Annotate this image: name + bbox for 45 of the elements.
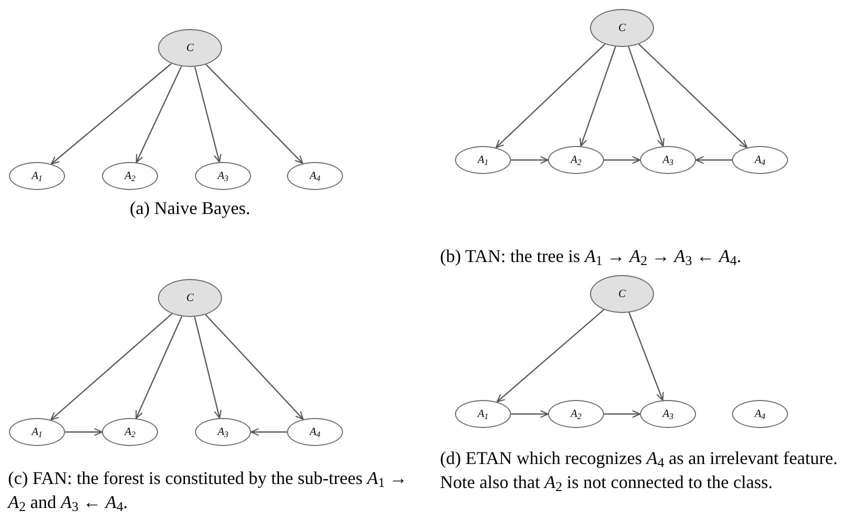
arrow: [50, 313, 172, 420]
attribute-node-ellipse: A$_{1}$: [9, 418, 65, 446]
attribute-node-ellipse: A$_{3}$: [195, 162, 251, 190]
class-node-ellipse: C: [590, 275, 654, 313]
attribute-node-ellipse: A$_{3}$: [195, 418, 251, 446]
attribute-node-ellipse: A$_{2}$: [102, 418, 158, 446]
arrow: [136, 66, 182, 163]
attribute-node-ellipse: A$_{1}$: [9, 162, 65, 190]
arrow: [205, 314, 304, 420]
figure-caption: (a) Naive Bayes.: [128, 197, 252, 220]
arrow: [604, 156, 641, 164]
attribute-node-ellipse: A$_{4}$: [287, 162, 343, 190]
attribute-node-ellipse: A$_{2}$: [102, 162, 158, 190]
arrow: [496, 309, 604, 402]
attribute-node-ellipse: A$_{1}$: [455, 400, 511, 428]
arrow: [604, 410, 641, 418]
arrow: [194, 66, 222, 163]
arrow: [136, 316, 182, 419]
arrow: [511, 156, 549, 164]
attribute-node-ellipse: A$_{2}$: [548, 400, 604, 428]
arrow: [496, 44, 606, 148]
attribute-node-ellipse: A$_{1}$: [455, 146, 511, 174]
figure-caption: (c) FAN: the forest is constituted by the sub-trees A$_{1}$ → A$_{2}$ and A$_{3}$ ← A$_{4}$.: [8, 467, 408, 514]
arrow: [628, 312, 664, 401]
arrow: [511, 410, 549, 418]
arrow: [628, 46, 664, 147]
arrow: [65, 428, 103, 436]
arrow: [194, 316, 222, 419]
arrow: [638, 44, 748, 148]
arrow: [206, 64, 304, 164]
figure-caption: (d) ETAN which recognizes A$_{4}$ as an irrelevant feature. Note also that A$_{2}$ is not connected to the class.: [440, 447, 839, 494]
arrow: [50, 63, 172, 165]
arrow: [250, 428, 287, 436]
attribute-node-ellipse: A$_{4}$: [732, 146, 788, 174]
class-node-ellipse: C: [158, 279, 222, 317]
arrow: [580, 46, 616, 147]
attribute-node-ellipse: A$_{3}$: [640, 400, 696, 428]
arrow: [695, 156, 732, 164]
class-node-ellipse: C: [158, 29, 222, 67]
attribute-node-ellipse: A$_{3}$: [640, 146, 696, 174]
figure-caption: (b) TAN: the tree is A$_{1}$ → A$_{2}$ → A$_{3}$ ← A$_{4}$.: [440, 245, 742, 268]
attribute-node-ellipse: A$_{4}$: [732, 400, 788, 428]
attribute-node-ellipse: A$_{2}$: [548, 146, 604, 174]
attribute-node-ellipse: A$_{4}$: [287, 418, 343, 446]
class-node-ellipse: C: [590, 9, 654, 47]
